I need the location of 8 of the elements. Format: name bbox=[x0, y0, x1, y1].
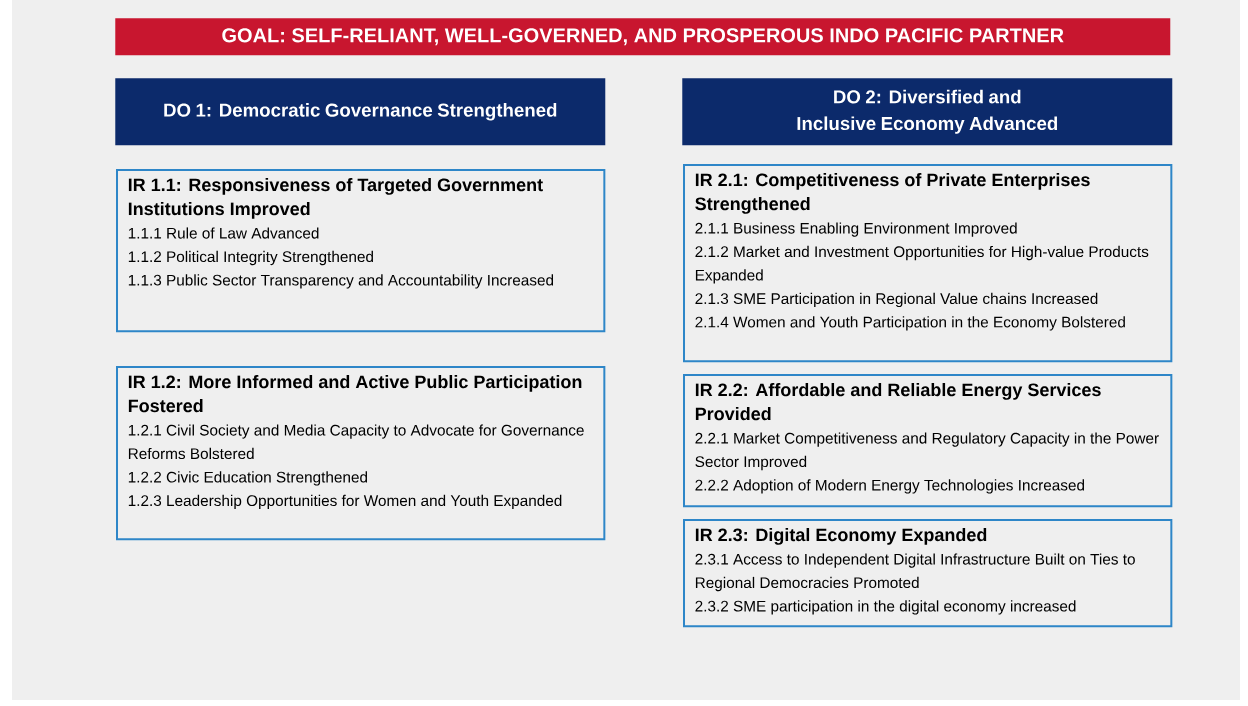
result-box: IR 2.2: Affordable and Reliable Energy Services Provided 2.2.1 Market Competitiveness and Regulatory Capacity in the Power Sector Improved 2.2.2 Adoption of Modern Energy Technologies Increased bbox=[683, 374, 1173, 508]
result-box: IR 1.1: Responsiveness of Targeted Government Institutions Improved 1.1.1 Rule of Law Advanced 1.1.2 Political Integrity Strengthened 1.1.3 Public Sector Transparency and Accountability Increased bbox=[116, 169, 606, 333]
objective-header: DO 1: Democratic Governance Strengthened bbox=[115, 78, 606, 146]
goal-banner: GOAL: SELF-RELIANT, WELL-GOVERNED, AND PROSPEROUS INDO PACIFIC PARTNER bbox=[115, 18, 1171, 56]
result-box: IR 2.3: Digital Economy Expanded 2.3.1 Access to Independent Digital Infrastructure Built on Ties to Regional Democracies Promoted 2.3.2 SME participation in the digital economy increased bbox=[683, 519, 1173, 628]
objective-header: DO 2: Diversified and Inclusive Economy Advanced bbox=[682, 78, 1173, 146]
result-box: IR 1.2: More Informed and Active Public Participation Fostered 1.2.1 Civil Society and Media Capacity to Advocate for Governance Reforms Bolstered 1.2.2 Civic Education Strengthened 1.2.3 Leadership Opportunities for Women and Youth Expanded bbox=[116, 366, 606, 541]
result-box: IR 2.1: Competitiveness of Private Enterprises Strengthened 2.1.1 Business Enabling Environment Improved 2.1.2 Market and Investment Opportunities for High-value Products Expanded 2.1.3 SME Participation in Regional Value chains Increased 2.1.4 Women and Youth Participation in the Economy Bolstered bbox=[683, 164, 1173, 363]
